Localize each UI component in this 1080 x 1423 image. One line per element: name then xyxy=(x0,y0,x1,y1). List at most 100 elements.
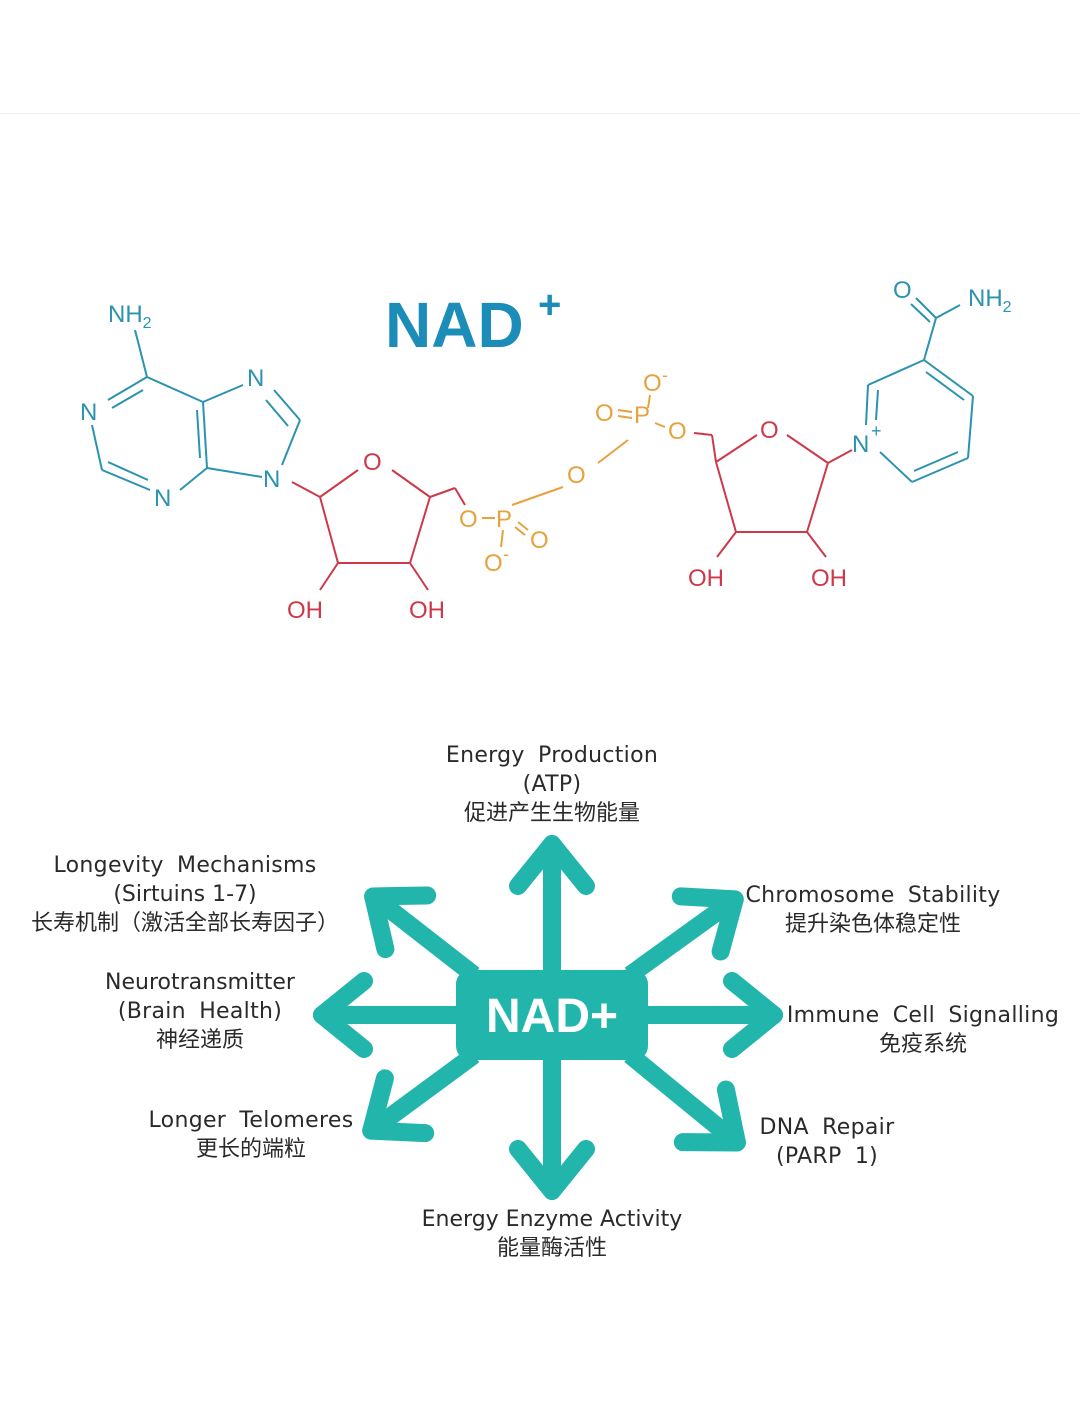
bridge-oxygen: O xyxy=(567,462,586,489)
ribose-left-o-label: O xyxy=(363,449,382,476)
nad-molecule-structure: NAD + NH2 N N N N xyxy=(80,277,1012,624)
label-chromosome-stability-line1: Chromosome Stability xyxy=(745,883,1001,908)
arrow-head-stroke xyxy=(716,1080,746,1152)
arrow-tip xyxy=(318,1003,342,1027)
phosphate-left-charge: - xyxy=(503,544,509,564)
arrow-head-stroke xyxy=(364,887,395,959)
label-energy-production-line1: Energy Production xyxy=(445,743,659,768)
label-energy-enzyme-activity-line2: 能量酶活性 xyxy=(496,1236,607,1261)
adenine-n9-label: N xyxy=(263,466,280,493)
arrow-shaft xyxy=(624,1048,742,1149)
label-neurotransmitter-line1: Neurotransmitter xyxy=(105,970,295,995)
label-neurotransmitter: Neurotransmitter (Brain Health) 神经递质 xyxy=(90,968,310,1055)
adenine-n1-label: N xyxy=(80,399,97,426)
arrow-group xyxy=(313,835,783,1200)
arrow-energy-production xyxy=(509,835,595,975)
arrow-head-stroke xyxy=(509,835,561,895)
phosphate-right-o-link: O xyxy=(668,418,687,445)
ribose-left-oh2-label: OH xyxy=(409,597,445,624)
label-immune-cell-signalling-line2: 免疫系统 xyxy=(878,1032,967,1057)
label-energy-enzyme-activity: Energy Enzyme Activity 能量酶活性 xyxy=(402,1205,702,1263)
arrow-longevity-mechanisms xyxy=(364,886,480,983)
phosphate-left-o-link: O xyxy=(459,506,478,533)
nicotinamide-n-label: N xyxy=(852,431,869,458)
arrow-tip xyxy=(540,1171,564,1195)
adenine-n7-label: N xyxy=(247,365,264,392)
arrow-dna-repair xyxy=(624,1048,746,1152)
arrow-energy-enzyme-activity xyxy=(509,1055,595,1200)
phosphate-right-charge: - xyxy=(662,365,668,385)
title-group: NAD + xyxy=(385,283,561,361)
arrow-immune-cell-signalling xyxy=(645,972,783,1058)
adenine-labels: NH2 N N N N xyxy=(80,301,280,512)
phosphate-bonds xyxy=(482,394,666,548)
nicotinamide-group xyxy=(865,297,974,483)
label-longevity-mechanisms-line2: (Sirtuins 1-7) xyxy=(113,882,257,907)
phosphate-labels: O P O O - O O - O P O xyxy=(459,365,687,577)
ribose-left-labels: O OH OH xyxy=(287,449,445,624)
ribose-right-group xyxy=(693,432,853,558)
label-dna-repair: DNA Repair (PARP 1) xyxy=(745,1113,909,1171)
label-dna-repair-line1: DNA Repair xyxy=(759,1115,895,1140)
phosphate-right-p: P xyxy=(634,402,650,429)
adenine-n3-label: N xyxy=(154,485,171,512)
phosphate-left-p: P xyxy=(496,506,512,533)
label-energy-production: Energy Production (ATP) 促进产生生物能量 xyxy=(400,741,704,828)
arrow-head-stroke xyxy=(543,1140,595,1200)
label-longer-telomeres: Longer Telomeres 更长的端粒 xyxy=(134,1106,368,1164)
arrow-tip xyxy=(370,894,397,919)
phosphate-right-o-minus: O xyxy=(643,370,662,397)
molecule-title: NAD xyxy=(385,289,524,361)
nicotinamide-n-charge: + xyxy=(871,421,882,441)
label-energy-enzyme-activity-line1: Energy Enzyme Activity xyxy=(421,1207,683,1232)
label-neurotransmitter-line3: 神经递质 xyxy=(155,1028,244,1053)
label-longer-telomeres-line1: Longer Telomeres xyxy=(148,1108,354,1133)
nicotinamide-labels: N + O NH2 xyxy=(852,277,1012,458)
label-energy-production-line2: (ATP) xyxy=(522,772,582,797)
arrow-chromosome-stability xyxy=(624,887,744,983)
phosphate-left-o-minus: O xyxy=(484,550,503,577)
adenine-group xyxy=(91,329,301,491)
phosphate-left-o-double: O xyxy=(530,527,549,554)
adenine-nh2-label: NH2 xyxy=(108,301,152,332)
arrow-tip xyxy=(540,840,564,864)
center-label: NAD+ xyxy=(486,990,618,1043)
arrow-shaft xyxy=(624,893,739,983)
ribose-right-oh2-label: OH xyxy=(811,565,847,592)
ribose-right-labels: O OH OH xyxy=(688,417,847,592)
arrow-shaft xyxy=(369,890,480,983)
ribose-right-oh1-label: OH xyxy=(688,565,724,592)
label-longevity-mechanisms: Longevity Mechanisms (Sirtuins 1-7) 长寿机制… xyxy=(10,851,360,938)
ribose-left-group xyxy=(291,469,466,591)
arrow-longer-telomeres xyxy=(362,1047,480,1143)
arrow-shaft xyxy=(367,1047,480,1137)
label-dna-repair-line2: (PARP 1) xyxy=(775,1144,879,1169)
arrow-head-stroke xyxy=(313,1006,373,1058)
label-immune-cell-signalling-line1: Immune Cell Signalling xyxy=(786,1003,1060,1028)
label-neurotransmitter-line2: (Brain Health) xyxy=(117,999,283,1024)
arrow-tip xyxy=(713,1120,740,1145)
label-energy-production-line3: 促进产生生物能量 xyxy=(463,801,640,826)
label-immune-cell-signalling: Immune Cell Signalling 免疫系统 xyxy=(780,1001,1066,1059)
label-chromosome-stability: Chromosome Stability 提升染色体稳定性 xyxy=(735,881,1011,939)
arrow-head-stroke xyxy=(671,887,744,909)
arrow-tip xyxy=(368,1109,395,1133)
label-longer-telomeres-line2: 更长的端粒 xyxy=(195,1137,306,1162)
arrow-tip xyxy=(754,1003,778,1027)
label-longevity-mechanisms-line3: 长寿机制（激活全部长寿因子） xyxy=(30,911,339,936)
center-box xyxy=(456,970,648,1060)
label-longevity-mechanisms-line1: Longevity Mechanisms xyxy=(53,853,317,878)
label-chromosome-stability-line2: 提升染色体稳定性 xyxy=(784,912,961,937)
arrow-tip xyxy=(711,897,738,921)
arrow-neurotransmitter xyxy=(313,972,460,1058)
molecule-title-superscript: + xyxy=(538,283,561,327)
nicotinamide-o-label: O xyxy=(893,277,912,304)
nicotinamide-nh2-label: NH2 xyxy=(968,285,1012,316)
ribose-left-oh1-label: OH xyxy=(287,597,323,624)
top-bar xyxy=(0,0,1080,114)
arrow-head-stroke xyxy=(723,972,783,1024)
arrow-head-stroke xyxy=(362,1121,435,1143)
ribose-right-o-label: O xyxy=(760,417,779,444)
phosphate-right-o-double: O xyxy=(595,400,614,427)
